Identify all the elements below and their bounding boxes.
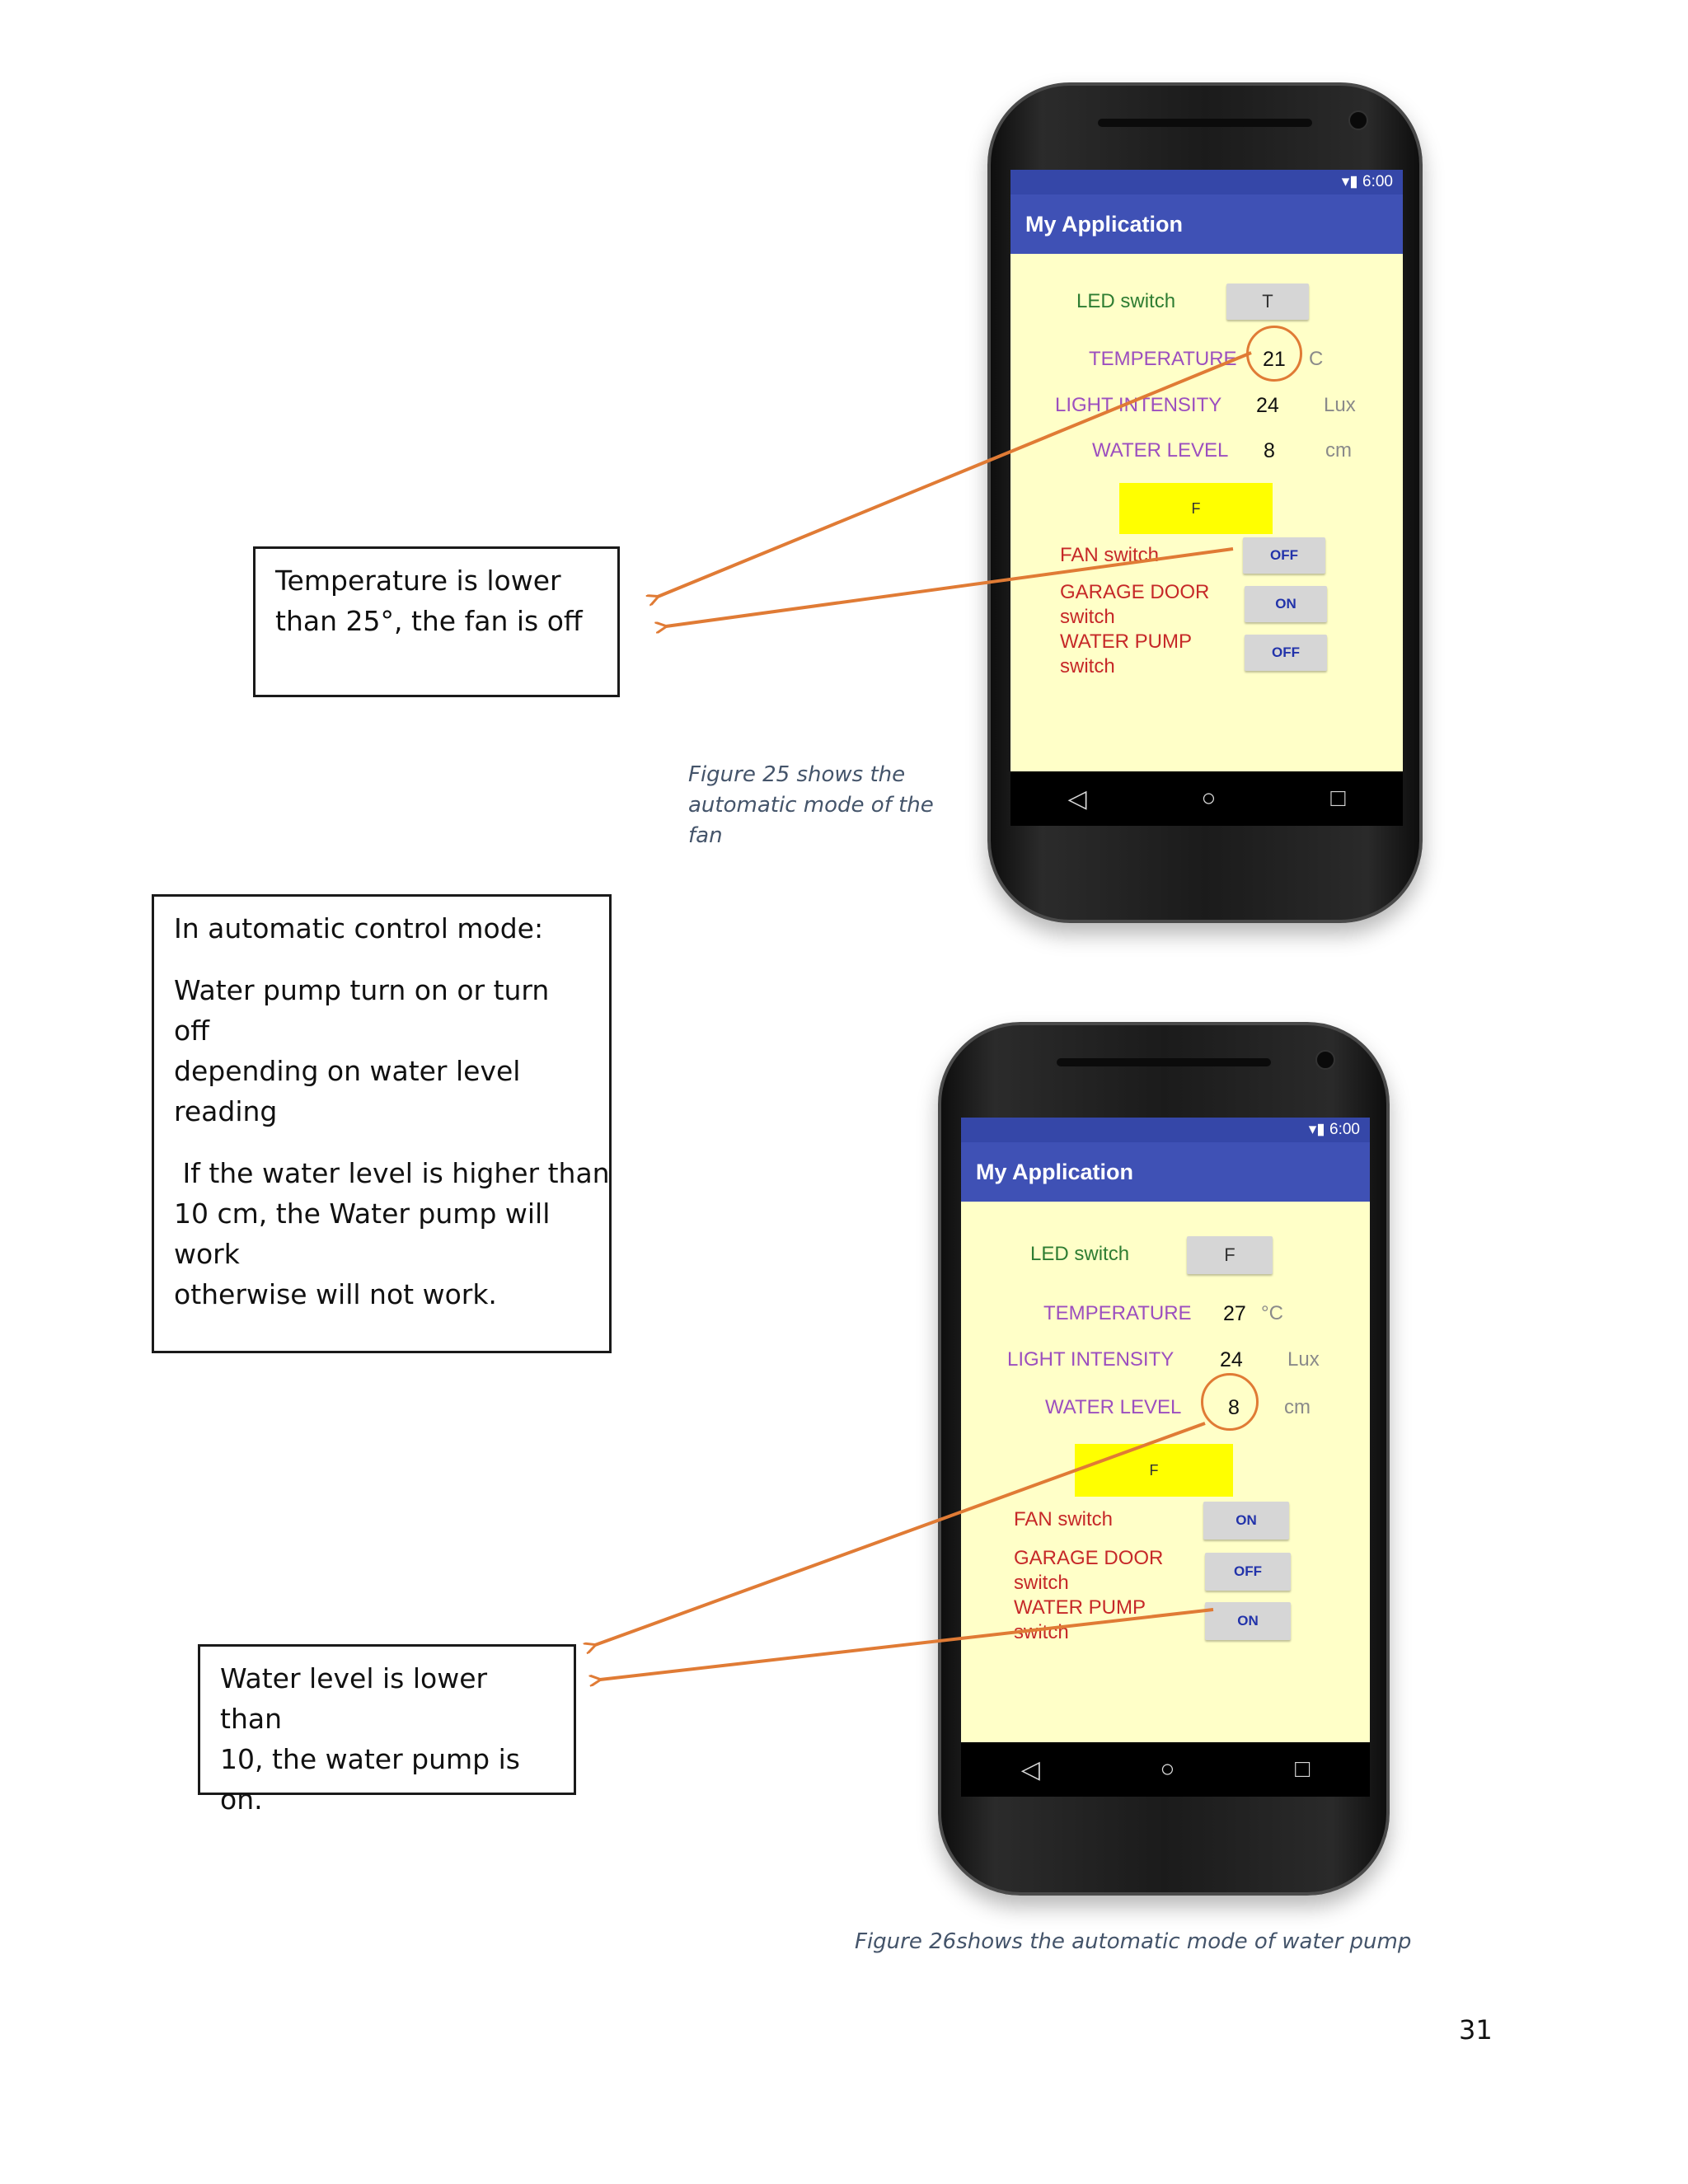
mode-toggle-button[interactable]: F bbox=[1075, 1444, 1233, 1497]
fan-switch-button[interactable]: OFF bbox=[1243, 537, 1325, 574]
figure-25-caption: Figure 25 shows the automatic mode of th… bbox=[688, 760, 934, 851]
led-switch-button[interactable]: T bbox=[1226, 284, 1309, 320]
garage-door-label-line: GARAGE DOOR bbox=[1014, 1547, 1164, 1569]
water-pump-state: OFF bbox=[1272, 644, 1300, 660]
temperature-label: TEMPERATURE bbox=[1043, 1302, 1192, 1324]
led-switch-button[interactable]: F bbox=[1187, 1236, 1273, 1274]
recent-apps-icon[interactable]: □ bbox=[1295, 1755, 1311, 1783]
automatic-mode-box: In automatic control mode: Water pump tu… bbox=[152, 894, 612, 1353]
water-level-unit: cm bbox=[1284, 1396, 1311, 1418]
caption-line: automatic mode of the bbox=[688, 793, 934, 818]
phone-screen: ▾▮ 6:00 My Application LED switch F TEMP… bbox=[961, 1118, 1370, 1797]
water-pump-label-line: switch bbox=[1060, 655, 1115, 677]
caption-line: fan bbox=[688, 823, 723, 848]
garage-door-label-line: switch bbox=[1060, 606, 1115, 628]
fan-switch-label: FAN switch bbox=[1014, 1508, 1114, 1530]
auto-mode-line: otherwise will not work. bbox=[174, 1278, 497, 1310]
led-switch-label: LED switch bbox=[1076, 290, 1176, 312]
water-pump-button[interactable]: OFF bbox=[1245, 635, 1327, 671]
water-level-highlight-circle bbox=[1201, 1373, 1259, 1431]
light-intensity-value: 24 bbox=[1220, 1348, 1243, 1371]
app-title: My Application bbox=[1010, 194, 1403, 254]
page-number: 31 bbox=[1459, 2014, 1493, 2046]
mode-toggle-value: F bbox=[1191, 500, 1201, 517]
recent-apps-icon[interactable]: □ bbox=[1330, 785, 1346, 812]
garage-door-state: ON bbox=[1275, 596, 1296, 612]
fan-explanation-line: than 25°, the fan is off bbox=[275, 605, 583, 637]
earpiece-speaker bbox=[1057, 1058, 1271, 1066]
fan-switch-state: OFF bbox=[1270, 547, 1298, 563]
auto-mode-line: If the water level is higher than bbox=[174, 1157, 610, 1189]
water-level-value: 8 bbox=[1264, 439, 1275, 462]
water-level-label: WATER LEVEL bbox=[1045, 1396, 1182, 1418]
earpiece-speaker bbox=[1098, 119, 1312, 127]
phone-mockup-1: ▾▮ 6:00 My Application LED switch T TEMP… bbox=[987, 82, 1423, 923]
wifi-battery-icon: ▾▮ bbox=[1341, 173, 1363, 190]
camera-icon bbox=[1348, 110, 1368, 130]
caption-line: Figure 25 shows the bbox=[688, 762, 906, 787]
light-intensity-unit: Lux bbox=[1287, 1348, 1320, 1371]
auto-mode-line: Water pump turn on or turn off bbox=[174, 974, 550, 1047]
temperature-value: 27 bbox=[1223, 1302, 1246, 1325]
home-icon[interactable]: ○ bbox=[1160, 1755, 1175, 1783]
camera-icon bbox=[1315, 1050, 1335, 1070]
light-intensity-value: 24 bbox=[1256, 394, 1279, 417]
phone-mockup-2: ▾▮ 6:00 My Application LED switch F TEMP… bbox=[938, 1022, 1390, 1896]
auto-mode-line: 10 cm, the Water pump will work bbox=[174, 1197, 551, 1270]
figure-26-caption: Figure 26shows the automatic mode of wat… bbox=[855, 1929, 1412, 1954]
garage-door-label: GARAGE DOOR switch bbox=[1014, 1546, 1163, 1596]
water-level-label: WATER LEVEL bbox=[1092, 439, 1229, 462]
water-pump-button[interactable]: ON bbox=[1205, 1602, 1291, 1640]
water-pump-label-line: WATER PUMP bbox=[1014, 1596, 1146, 1619]
temperature-unit: °C bbox=[1261, 1302, 1283, 1324]
mode-toggle-button[interactable]: F bbox=[1119, 483, 1273, 534]
led-switch-label: LED switch bbox=[1030, 1243, 1130, 1265]
arrow-water-level-to-box bbox=[595, 1422, 1206, 1645]
led-switch-value: F bbox=[1224, 1244, 1236, 1265]
auto-mode-line: depending on water level reading bbox=[174, 1055, 521, 1127]
arrow-temperature-to-box bbox=[658, 351, 1252, 597]
garage-door-label-line: switch bbox=[1014, 1572, 1069, 1594]
back-icon[interactable]: ◁ bbox=[1067, 785, 1087, 813]
fan-switch-button[interactable]: ON bbox=[1203, 1502, 1289, 1540]
fan-switch-state: ON bbox=[1236, 1512, 1257, 1528]
status-bar: ▾▮ 6:00 bbox=[1010, 170, 1403, 194]
fan-explanation-box: Temperature is lower than 25°, the fan i… bbox=[253, 546, 620, 697]
pump-explanation-line: 10, the water pump is on. bbox=[220, 1743, 520, 1816]
navigation-bar: ◁ ○ □ bbox=[1010, 771, 1403, 826]
garage-door-button[interactable]: ON bbox=[1245, 586, 1327, 622]
mode-toggle-value: F bbox=[1149, 1462, 1159, 1479]
water-pump-state: ON bbox=[1237, 1613, 1259, 1629]
app-title: My Application bbox=[961, 1142, 1370, 1202]
back-icon[interactable]: ◁ bbox=[1020, 1755, 1040, 1783]
light-intensity-unit: Lux bbox=[1324, 394, 1356, 416]
home-icon[interactable]: ○ bbox=[1201, 785, 1217, 812]
fan-explanation-line: Temperature is lower bbox=[275, 565, 561, 597]
phone-screen: ▾▮ 6:00 My Application LED switch T TEMP… bbox=[1010, 170, 1403, 826]
water-level-unit: cm bbox=[1325, 439, 1352, 462]
status-time: 6:00 bbox=[1362, 173, 1393, 190]
pump-explanation-line: Water level is lower than bbox=[220, 1662, 488, 1735]
pump-explanation-box: Water level is lower than 10, the water … bbox=[198, 1644, 576, 1816]
garage-door-button[interactable]: OFF bbox=[1205, 1553, 1291, 1591]
garage-door-label: GARAGE DOOR switch bbox=[1060, 580, 1209, 630]
temperature-label: TEMPERATURE bbox=[1089, 348, 1237, 370]
light-intensity-label: LIGHT INTENSITY bbox=[1007, 1348, 1175, 1371]
status-time: 6:00 bbox=[1329, 1121, 1360, 1138]
arrow-pump-to-box bbox=[600, 1608, 1214, 1680]
temperature-unit: C bbox=[1309, 348, 1324, 370]
led-switch-value: T bbox=[1262, 291, 1273, 312]
wifi-battery-icon: ▾▮ bbox=[1308, 1121, 1330, 1138]
arrow-fan-to-box bbox=[666, 547, 1234, 626]
garage-door-label-line: GARAGE DOOR bbox=[1060, 581, 1210, 603]
status-bar: ▾▮ 6:00 bbox=[961, 1118, 1370, 1142]
navigation-bar: ◁ ○ □ bbox=[961, 1742, 1370, 1797]
auto-mode-heading: In automatic control mode: bbox=[174, 912, 544, 944]
garage-door-state: OFF bbox=[1234, 1563, 1262, 1579]
water-pump-label-line: WATER PUMP bbox=[1060, 630, 1192, 653]
